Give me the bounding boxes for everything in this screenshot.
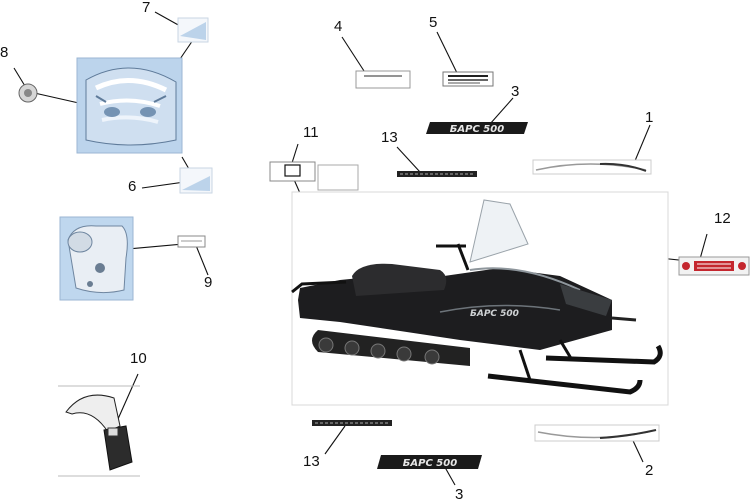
callout-7: 7 xyxy=(142,0,151,16)
panel-part-11 xyxy=(269,161,359,191)
callout-8: 8 xyxy=(0,44,9,61)
rear-flap-part-10 xyxy=(58,385,140,477)
callout-9: 9 xyxy=(204,274,213,291)
decal-part-5 xyxy=(442,71,494,87)
badge-part-8 xyxy=(18,83,38,103)
leader-5 xyxy=(436,31,459,76)
leader-11 xyxy=(291,143,299,164)
leader-4 xyxy=(341,36,367,75)
sled-brand-text: БАРС 500 xyxy=(470,309,519,319)
leader-12 xyxy=(699,233,708,260)
leader-3a xyxy=(489,97,514,125)
callout-3-top: 3 xyxy=(511,83,520,100)
brand-text-bottom: БАРС 500 xyxy=(403,458,457,469)
callout-1: 1 xyxy=(645,109,654,126)
swoosh-decal-part-1 xyxy=(532,159,652,175)
decal-part-7 xyxy=(177,17,209,43)
brand-decal-part-3-bottom: БАРС 500 xyxy=(377,455,482,469)
brand-text-top: БАРС 500 xyxy=(450,124,504,135)
brand-decal-part-3-top: БАРС 500 xyxy=(426,122,528,135)
callout-12: 12 xyxy=(714,210,731,227)
decal-part-6 xyxy=(179,167,213,194)
warning-decal-part-12 xyxy=(678,256,750,276)
callout-2: 2 xyxy=(645,462,654,479)
callout-6: 6 xyxy=(128,178,137,195)
callout-3-bottom: 3 xyxy=(455,486,464,503)
callout-10: 10 xyxy=(130,350,147,367)
stripe-decal-part-13-top xyxy=(397,171,477,177)
callout-13-top: 13 xyxy=(381,129,398,146)
callout-13-bottom: 13 xyxy=(303,453,320,470)
callout-11: 11 xyxy=(303,124,319,141)
decal-part-9 xyxy=(177,235,206,248)
hood-panel-image xyxy=(76,57,183,154)
decal-part-4 xyxy=(355,70,411,89)
swoosh-decal-part-2 xyxy=(534,424,660,442)
callout-5: 5 xyxy=(429,14,438,31)
leader-13a xyxy=(396,146,421,173)
leader-13b xyxy=(324,425,346,455)
callout-4: 4 xyxy=(334,18,343,35)
snowmobile-image: БАРС 500 xyxy=(291,191,669,406)
side-panel-image xyxy=(59,216,134,301)
stripe-decal-part-13-bottom xyxy=(312,420,392,426)
